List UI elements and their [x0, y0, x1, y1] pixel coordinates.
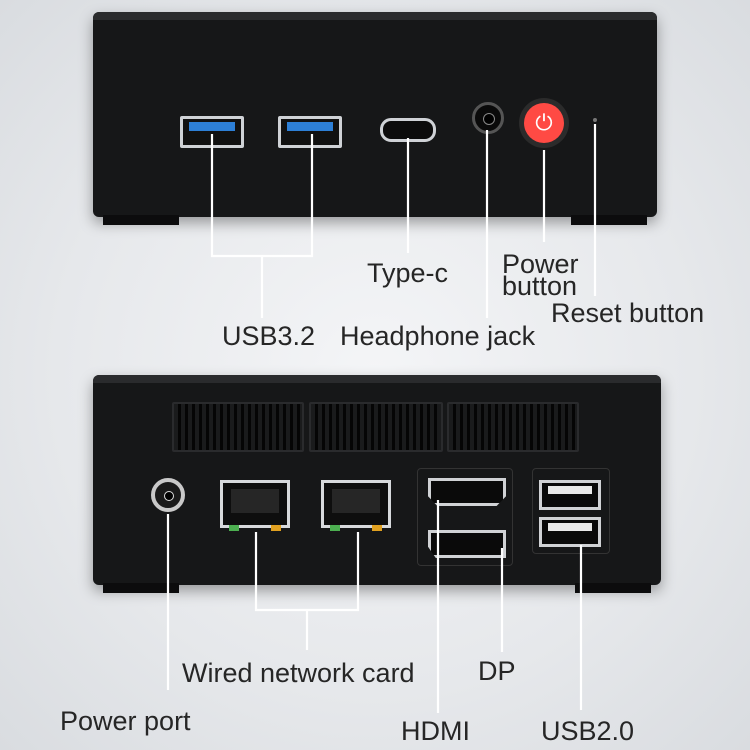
- vent-left: [172, 402, 304, 452]
- mini-pc-front: [93, 12, 657, 225]
- right-foot: [571, 215, 647, 225]
- label-usb20: USB2.0: [541, 716, 635, 746]
- right-foot: [575, 583, 651, 593]
- power-port: [151, 478, 185, 512]
- vent-middle: [309, 402, 443, 452]
- usb3-tongue: [287, 122, 333, 131]
- usb2-panel: [532, 468, 610, 554]
- usb20-port-2: [539, 517, 601, 547]
- hdmi-port: [428, 478, 506, 506]
- power-icon: ⏻: [535, 110, 553, 135]
- top-edge: [93, 12, 657, 20]
- rj45-inner: [332, 489, 380, 513]
- left-foot: [103, 583, 179, 593]
- usb2-tongue: [548, 523, 592, 531]
- ethernet-port-1: [220, 480, 290, 531]
- led-amber: [271, 525, 281, 531]
- label-reset-button: Reset button: [551, 298, 705, 328]
- label-typec: Type-c: [367, 258, 449, 288]
- left-foot: [103, 215, 179, 225]
- led-green: [229, 525, 239, 531]
- reset-button-hole: [593, 118, 597, 122]
- vent-right: [447, 402, 579, 452]
- dc-pin: [164, 491, 174, 501]
- usb3-tongue: [189, 122, 235, 131]
- usb32-port-2: [278, 116, 342, 148]
- video-panel: [417, 468, 513, 566]
- label-power-button-line1: Power: [502, 249, 579, 279]
- led-green: [330, 525, 340, 531]
- usb32-port-1: [180, 116, 244, 148]
- rj45-inner: [231, 489, 279, 513]
- usb2-tongue: [548, 486, 592, 494]
- label-hdmi: HDMI: [401, 716, 470, 746]
- power-button: ⏻: [519, 98, 569, 148]
- usb20-port-1: [539, 480, 601, 510]
- dp-port: [428, 530, 506, 558]
- jack-hole: [483, 113, 495, 125]
- label-usb32: USB3.2: [222, 321, 316, 351]
- power-button-cap: ⏻: [524, 103, 564, 143]
- label-wired-network-card: Wired network card: [182, 658, 415, 688]
- ethernet-port-2: [321, 480, 391, 531]
- headphone-jack-port: [472, 102, 504, 134]
- label-dp: DP: [478, 656, 516, 686]
- label-power-port: Power port: [60, 706, 191, 736]
- top-edge: [93, 375, 661, 383]
- led-amber: [372, 525, 382, 531]
- label-headphone-jack: Headphone jack: [340, 321, 536, 351]
- typec-port: [380, 118, 436, 142]
- label-power-button-line2: button: [502, 271, 578, 301]
